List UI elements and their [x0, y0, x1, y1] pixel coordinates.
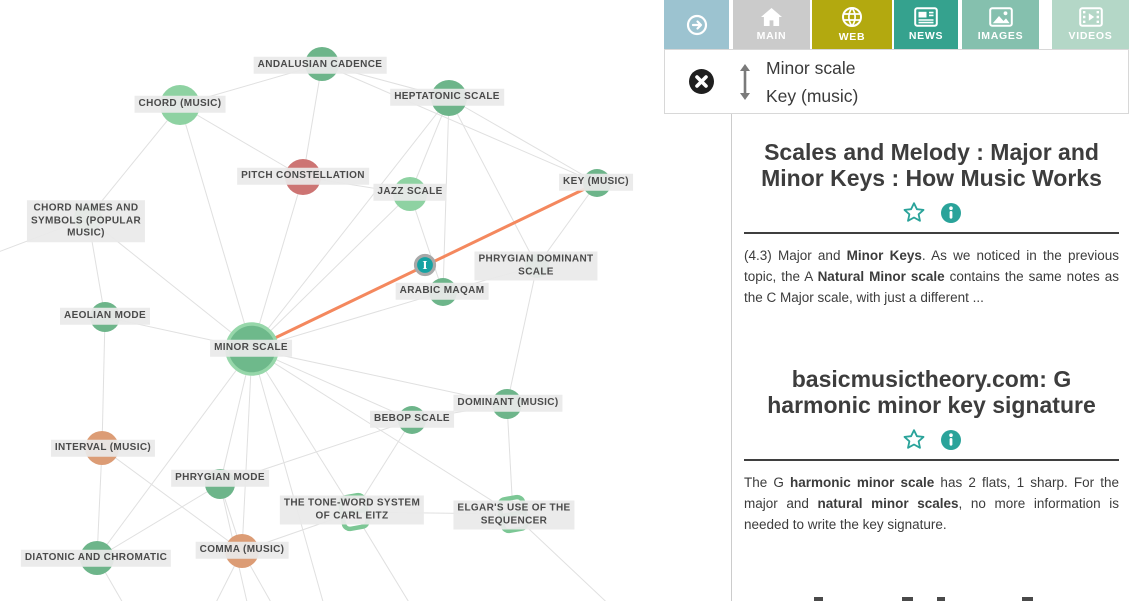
news-icon [914, 7, 938, 27]
clipped-result-title [744, 597, 1114, 601]
graph-edge [448, 97, 538, 267]
graph-edge [96, 348, 253, 559]
graph-edge [179, 104, 304, 178]
graph-edge [251, 193, 411, 350]
query-bar: Minor scale Key (music) [664, 49, 1129, 114]
node-label-arabic_maqam[interactable]: ARABIC MAQAM [395, 282, 489, 300]
tab-label: VIDEOS [1068, 30, 1113, 42]
graph-edge [96, 447, 103, 559]
result-actions [744, 428, 1119, 451]
graph-edge [353, 511, 409, 601]
graph-edge [96, 483, 221, 559]
tab-main[interactable]: MAIN [733, 0, 810, 49]
graph-edge [302, 63, 323, 178]
graph-edge [251, 348, 355, 513]
tab-bar: MAIN WEB NEWS IMAGES VIDEOS [664, 0, 1129, 49]
results-panel: MAIN WEB NEWS IMAGES VIDEOS Minor scale Key … [664, 0, 1129, 601]
video-icon [1078, 7, 1103, 27]
node-label-interval_music[interactable]: INTERVAL (MUSIC) [50, 439, 156, 457]
close-button[interactable] [688, 68, 715, 95]
node-label-bebop_scale[interactable]: BEBOP SCALE [370, 410, 454, 428]
info-icon[interactable] [940, 429, 962, 451]
graph-edge [241, 348, 253, 552]
node-label-minor_scale[interactable]: MINOR SCALE [210, 339, 292, 357]
graph-edge [251, 176, 304, 350]
node-label-diatonic_chromatic[interactable]: DIATONIC AND CHROMATIC [20, 549, 172, 567]
result-actions [744, 201, 1119, 224]
graph-edge [96, 557, 123, 601]
graph-labels-layer: ANDALUSIAN CADENCE CHORD (MUSIC) HEPTATONI… [20, 56, 633, 567]
node-label-heptatonic_scale[interactable]: HEPTATONIC SCALE [390, 88, 504, 106]
graph-edge [101, 316, 106, 449]
graph-edge [251, 291, 444, 350]
graph-edge [409, 193, 444, 293]
star-icon[interactable] [902, 428, 926, 451]
arrow-circle-icon [686, 14, 708, 36]
node-label-dominant_music[interactable]: DOMINANT (MUSIC) [453, 394, 563, 412]
graph-edge [512, 513, 607, 601]
graph-edge [506, 265, 538, 405]
divider [744, 459, 1119, 461]
close-icon [689, 69, 714, 94]
graph-edge [251, 97, 450, 350]
node-label-tone_word[interactable]: THE TONE-WORD SYSTEM OF CARL EITZ [279, 495, 425, 525]
svg-text:I: I [422, 259, 427, 272]
edge-info-marker[interactable]: I [413, 253, 437, 277]
node-label-phrygian_mode[interactable]: PHRYGIAN MODE [171, 469, 269, 487]
home-icon [760, 7, 783, 27]
node-label-phrygian_dominant[interactable]: PHRYGIAN DOMINANT SCALE [474, 251, 598, 281]
graph-edge [101, 447, 243, 552]
divider [744, 232, 1119, 234]
tab-videos[interactable]: VIDEOS [1052, 0, 1129, 49]
tab-images[interactable]: IMAGES [962, 0, 1039, 49]
query-node-b: Key (music) [766, 85, 859, 106]
tab-label: WEB [838, 31, 866, 43]
swap-updown-icon[interactable] [737, 63, 753, 101]
node-label-key_music[interactable]: KEY (MUSIC) [559, 173, 633, 191]
node-label-chord_music[interactable]: CHORD (MUSIC) [134, 95, 226, 113]
tab-web[interactable]: WEB [812, 0, 892, 49]
tab-label: MAIN [756, 30, 787, 42]
graph-edge [251, 348, 514, 515]
node-label-aeolian_mode[interactable]: AEOLIAN MODE [60, 307, 150, 325]
query-pair: Minor scale Key (music) [766, 54, 858, 110]
graph-edge [87, 104, 181, 219]
graph-edge [448, 97, 598, 184]
result-snippet: (4.3) Major and Minor Keys. As we notice… [744, 248, 1119, 305]
globe-icon [841, 6, 863, 28]
node-label-chord_names[interactable]: CHORD NAMES AND SYMBOLS (POPULAR MUSIC) [26, 200, 146, 242]
graph-edge [179, 104, 253, 350]
result-snippet: The G harmonic minor scale has 2 flats, … [744, 475, 1119, 532]
node-label-pitch_constellation[interactable]: PITCH CONSTELLATION [237, 167, 369, 185]
node-label-elgar[interactable]: ELGAR'S USE OF THE SEQUENCER [453, 500, 575, 530]
graph-edge [251, 348, 413, 421]
knowledge-graph-canvas[interactable]: I ANDALUSIAN CADENCE CHORD (MUSIC) HEPTATO… [0, 0, 664, 601]
tab-label: NEWS [908, 30, 944, 42]
image-icon [988, 7, 1013, 27]
node-label-andalusian_cadence[interactable]: ANDALUSIAN CADENCE [253, 56, 387, 74]
node-label-jazz_scale[interactable]: JAZZ SCALE [373, 183, 447, 201]
graph-edge [321, 63, 598, 184]
info-icon[interactable] [940, 202, 962, 224]
tab-back[interactable] [664, 0, 729, 49]
star-icon[interactable] [902, 201, 926, 224]
query-node-a: Minor scale [766, 57, 856, 78]
tab-news[interactable]: NEWS [894, 0, 958, 49]
tab-label: IMAGES [977, 30, 1024, 42]
node-label-comma_music[interactable]: COMMA (MUSIC) [195, 541, 289, 559]
